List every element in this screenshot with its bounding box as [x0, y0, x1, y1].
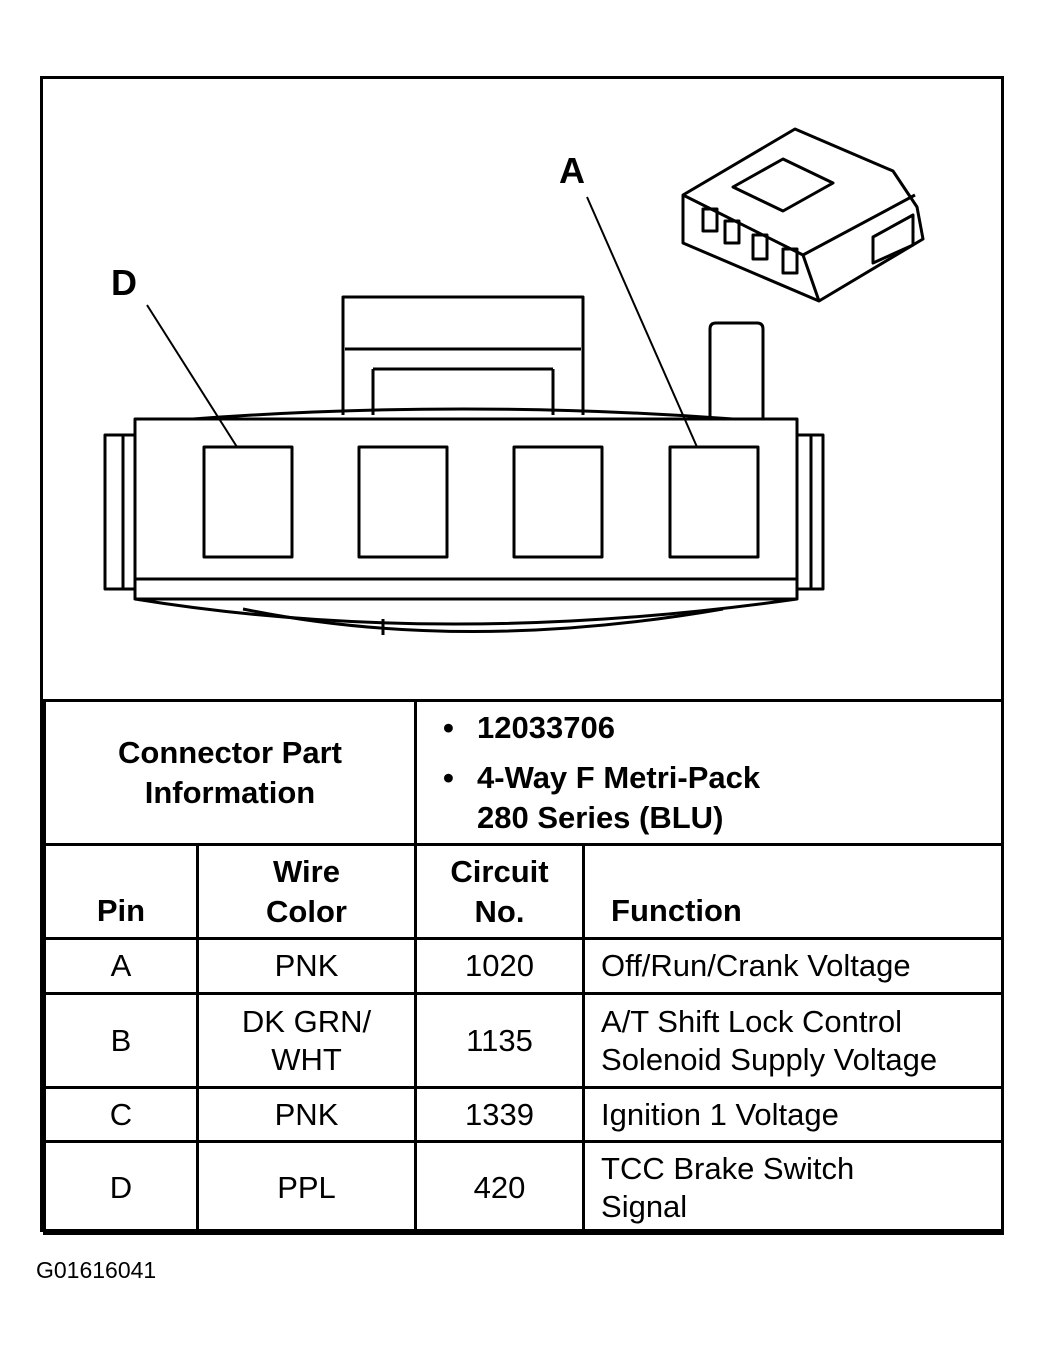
pin-cell: D [43, 1140, 199, 1235]
function-cell: Ignition 1 Voltage [582, 1086, 1005, 1143]
header-pin: Pin [43, 843, 199, 940]
function-cell: Off/Run/Crank Voltage [582, 937, 1005, 995]
connector-info-row: Connector Part Information •12033706 •4-… [42, 699, 1005, 846]
wire-color-cell: DK GRN/WHT [195, 992, 418, 1089]
table-row: A PNK 1020 Off/Run/Crank Voltage [43, 937, 1005, 995]
wire-color-cell: PNK [195, 937, 418, 995]
pin-a-callout: A [559, 150, 585, 191]
pinout-table: Connector Part Information •12033706 •4-… [42, 699, 1005, 1235]
leader-line-d [146, 304, 238, 448]
pin-cell: A [43, 937, 199, 995]
connector-info-values: •12033706 •4-Way F Metri-Pack 280 Series… [414, 699, 1005, 846]
circuit-cell: 1339 [414, 1086, 586, 1143]
connector-body [133, 417, 799, 581]
figure-id: G01616041 [36, 1257, 157, 1283]
lock-tab [708, 321, 765, 419]
circuit-cell: 1135 [414, 992, 586, 1089]
connector-series: 280 Series (BLU) [477, 799, 724, 835]
pin-d-callout: D [111, 262, 137, 303]
connector-info-label: Connector Part Information [42, 699, 418, 846]
circuit-cell: 420 [414, 1140, 586, 1235]
latch-tab [341, 295, 585, 415]
cavity-a [668, 445, 760, 559]
figure-frame: A D Connector Part Information •12033706… [40, 76, 1005, 1235]
circuit-cell: 1020 [414, 937, 586, 995]
pin-cell: B [43, 992, 199, 1089]
wire-color-cell: PNK [195, 1086, 418, 1143]
connector-diagram: A D [43, 79, 1001, 699]
connector-thumbnail [681, 127, 925, 303]
part-number: •12033706 [443, 709, 615, 745]
connector-face-drawing [103, 127, 925, 635]
table-row: B DK GRN/WHT 1135 A/T Shift Lock Control… [43, 992, 1005, 1089]
connector-description: •4-Way F Metri-Pack [443, 759, 761, 795]
cavity-d [202, 445, 294, 559]
leader-line-a [586, 196, 698, 448]
header-function: Function [582, 843, 1005, 940]
cavity-c [357, 445, 449, 559]
wire-color-cell: PPL [195, 1140, 418, 1235]
cavity-b [512, 445, 604, 559]
table-row: C PNK 1339 Ignition 1 Voltage [43, 1086, 1005, 1143]
pin-cell: C [43, 1086, 199, 1143]
